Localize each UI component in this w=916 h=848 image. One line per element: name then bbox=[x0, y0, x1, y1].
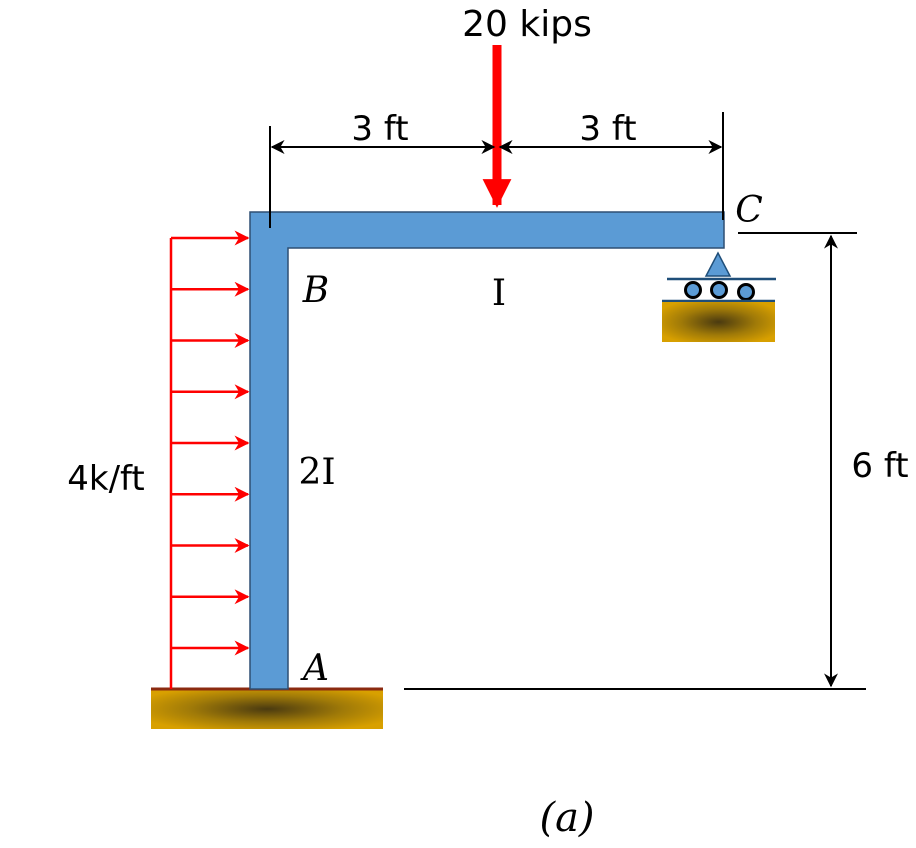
figure-caption: (a) bbox=[539, 795, 594, 841]
roller-wheel bbox=[737, 283, 755, 301]
distributed-load-label: 4k/ft bbox=[67, 459, 144, 499]
distributed-load bbox=[169, 230, 250, 689]
fixed-support-a bbox=[151, 687, 383, 729]
roller-pin-triangle bbox=[704, 251, 732, 277]
dim-label-height: 6 ft bbox=[851, 446, 908, 486]
beam-inertia-label: I bbox=[492, 273, 506, 314]
dim-label-right: 3 ft bbox=[579, 109, 636, 149]
node-label-a: A bbox=[300, 648, 329, 689]
ground-block-c bbox=[662, 302, 775, 342]
horizontal-dimensions bbox=[269, 112, 724, 228]
ground-block-a bbox=[151, 689, 383, 729]
column-inertia-label: 2I bbox=[298, 452, 335, 493]
roller-wheel bbox=[684, 281, 702, 299]
node-label-c: C bbox=[735, 190, 763, 231]
vertical-dimension bbox=[404, 232, 866, 690]
frame-member-abc bbox=[249, 211, 725, 690]
point-load-label: 20 kips bbox=[462, 4, 592, 45]
roller-wheel bbox=[710, 281, 728, 299]
dim-label-left: 3 ft bbox=[351, 109, 408, 149]
frame bbox=[249, 211, 725, 690]
roller-support-c bbox=[662, 251, 776, 342]
node-label-b: B bbox=[302, 270, 329, 311]
